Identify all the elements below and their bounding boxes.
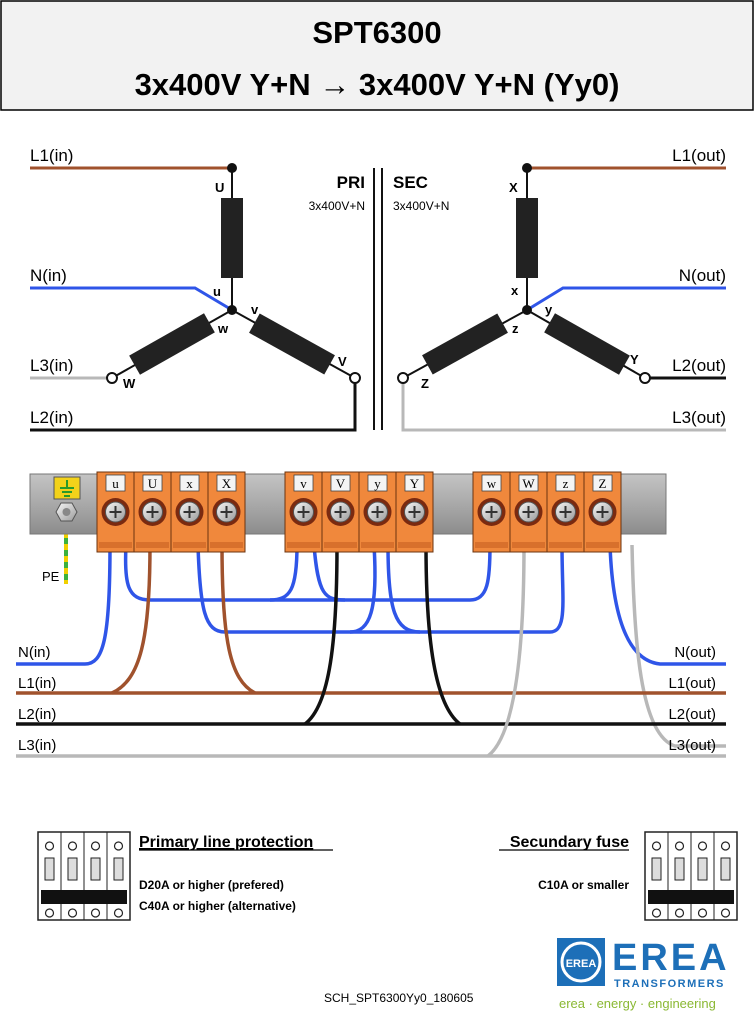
primary-protection-line2: C40A or higher (alternative)	[139, 899, 296, 913]
page-title: SPT6300	[312, 15, 441, 50]
secondary-breaker-icon	[644, 831, 738, 921]
node-label-V: V	[338, 354, 347, 369]
node-label-y: y	[545, 302, 553, 317]
wire-label-n-in: N(in)	[18, 644, 51, 661]
secondary-fuse-line1: C10A or smaller	[538, 878, 629, 892]
wire-n-in	[30, 286, 233, 312]
document-code: SCH_SPT6300Yy0_180605	[324, 991, 474, 1005]
node-label-z: z	[512, 321, 519, 336]
sec-label: SEC	[393, 173, 428, 192]
sec-voltage: 3x400V+N	[393, 199, 449, 213]
node-label-w: w	[217, 321, 229, 336]
pri-voltage: 3x400V+N	[309, 199, 365, 213]
primary-breaker-icon	[37, 831, 131, 921]
terminal-w[interactable]: w	[472, 471, 511, 553]
terminal-label: u	[112, 476, 119, 491]
primary-protection-title: Primary line protection	[139, 834, 313, 851]
brand-tagline: erea · energy · engineering	[559, 996, 716, 1011]
earth-terminal	[53, 476, 81, 522]
wire-labels: N(in) L1(in) L2(in) L3(in) N(out) L1(out…	[18, 644, 716, 754]
terminal-v[interactable]: v	[284, 471, 323, 553]
primary-coil-w	[129, 313, 215, 375]
terminal-label: z	[563, 476, 569, 491]
terminal-label: x	[186, 476, 193, 491]
terminal-label: y	[374, 476, 381, 491]
wire-l2-in	[30, 380, 357, 432]
terminal-Y[interactable]: Y	[395, 471, 434, 553]
terminal-Z[interactable]: Z	[583, 471, 622, 553]
secondary-coil-y	[544, 313, 630, 375]
transformer-schematic: U u v w V W PRI 3x400V+N SEC 3x400V+N X …	[30, 146, 726, 432]
node-label-Y: Y	[630, 352, 639, 367]
wire-label-l2-in: L2(in)	[18, 706, 56, 723]
node-label-v: v	[251, 302, 259, 317]
label-l1-out: L1(out)	[672, 146, 726, 165]
terminal-U[interactable]: U	[133, 471, 172, 553]
terminal-label: X	[222, 476, 232, 491]
wire-label-l3-out: L3(out)	[668, 737, 716, 754]
label-n-in: N(in)	[30, 266, 67, 285]
terminal-label: V	[336, 476, 346, 491]
terminal-x[interactable]: x	[170, 471, 209, 553]
terminal-label: v	[300, 476, 307, 491]
terminal-label: Z	[599, 476, 607, 491]
page-subtitle: 3x400V Y+N → 3x400V Y+N (Yy0)	[135, 67, 620, 102]
primary-coil-v	[249, 313, 335, 375]
node-label-W: W	[123, 376, 136, 391]
pe-label: PE	[42, 569, 60, 584]
label-n-out: N(out)	[679, 266, 726, 285]
header: SPT6300 3x400V Y+N → 3x400V Y+N (Yy0)	[0, 0, 754, 111]
wire-label-l1-out: L1(out)	[668, 675, 716, 692]
wire-n-out	[526, 286, 726, 312]
terminal-label: w	[487, 476, 497, 491]
wire-label-n-out: N(out)	[674, 644, 716, 661]
wire-label-l3-in: L3(in)	[18, 737, 56, 754]
label-l1-in: L1(in)	[30, 146, 73, 165]
label-l3-out: L3(out)	[672, 408, 726, 427]
node-label-U: U	[215, 180, 224, 195]
terminal-z[interactable]: z	[546, 471, 585, 553]
terminal-V[interactable]: V	[321, 471, 360, 553]
bus-n-in	[16, 544, 112, 666]
brand-name: EREA	[612, 937, 730, 979]
secondary-fuse-title: Secundary fuse	[510, 834, 629, 851]
terminal-X[interactable]: X	[207, 471, 246, 553]
wire-l3-out	[401, 380, 726, 432]
erea-logo: EREA EREA TRANSFORMERS	[557, 937, 730, 990]
secondary-coil-x	[516, 198, 538, 278]
brand-subtitle: TRANSFORMERS	[614, 978, 725, 990]
node-label-u: u	[213, 284, 221, 299]
terminal-wiring	[16, 520, 726, 758]
label-l2-out: L2(out)	[672, 356, 726, 375]
secondary-coil-z	[422, 313, 508, 375]
node-label-X: X	[509, 180, 518, 195]
terminal-u[interactable]: u	[96, 471, 135, 553]
terminal-label: U	[148, 476, 158, 491]
node-label-x: x	[511, 283, 519, 298]
label-l2-in: L2(in)	[30, 408, 73, 427]
terminal-y[interactable]: y	[358, 471, 397, 553]
pri-label: PRI	[337, 173, 365, 192]
terminal-label: Y	[410, 476, 420, 491]
primary-coil-u	[221, 198, 243, 278]
wire-label-l1-in: L1(in)	[18, 675, 56, 692]
terminal-W[interactable]: W	[509, 471, 548, 553]
primary-protection-line1: D20A or higher (prefered)	[139, 878, 284, 892]
label-l3-in: L3(in)	[30, 356, 73, 375]
terminal-label: W	[522, 476, 535, 491]
wire-label-l2-out: L2(out)	[668, 706, 716, 723]
svg-text:EREA: EREA	[566, 958, 597, 970]
node-label-Z: Z	[421, 376, 429, 391]
